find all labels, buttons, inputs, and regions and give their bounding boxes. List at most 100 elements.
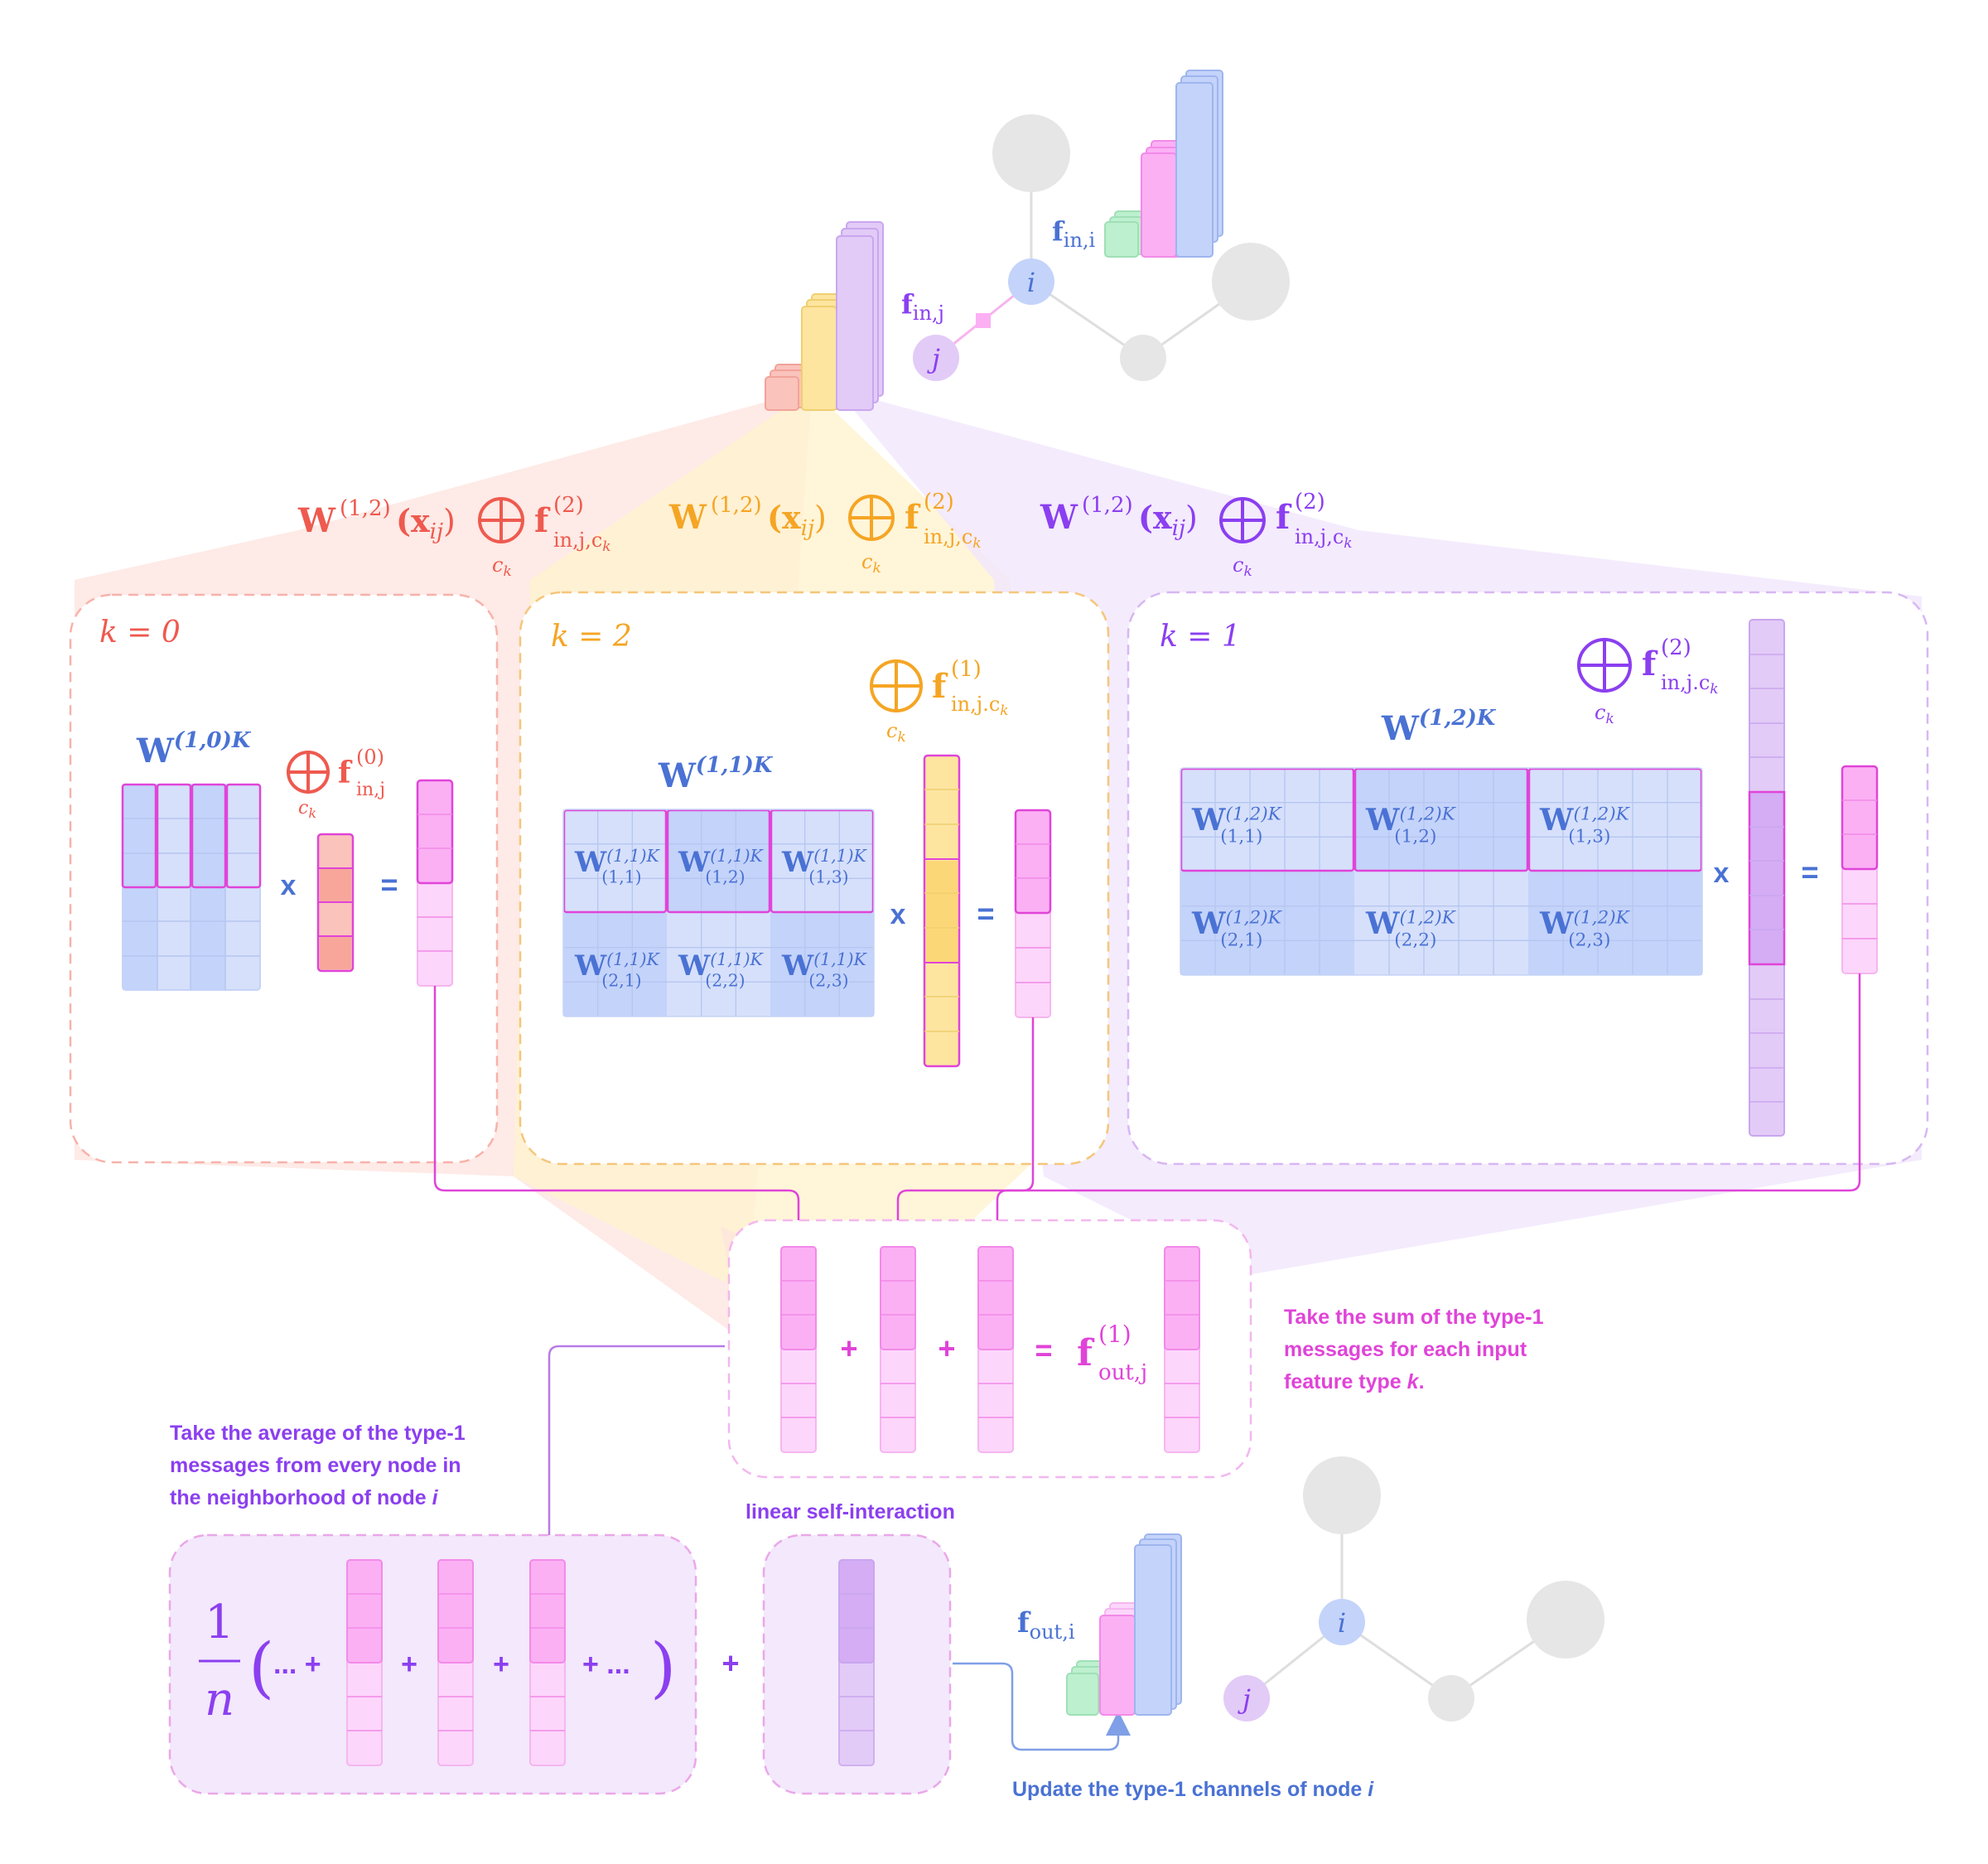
weight-block: W(1,1)K(1,3) — [770, 809, 874, 913]
panel-k0-label: k = 0 — [99, 616, 181, 650]
panel-k0-f: f — [338, 756, 353, 790]
svg-text:f: f — [905, 498, 921, 537]
svg-text:the neighborhood of node i: the neighborhood of node i — [170, 1486, 439, 1509]
weight-block: W(1,1)K(1,1) — [563, 809, 667, 913]
weight-block-label: W(1,1)K(1,2) — [678, 846, 765, 887]
svg-text:(2): (2) — [1295, 490, 1325, 514]
message-vector — [437, 1559, 474, 1766]
graph-bottom: i j — [1223, 1456, 1604, 1722]
output-vector-k1 — [1841, 765, 1879, 974]
svg-text:in,j,ck: in,j,ck — [924, 525, 982, 552]
svg-text:(1,2): (1,2) — [711, 493, 762, 518]
open-paren: ( — [248, 1629, 274, 1706]
equals-sign: = — [977, 896, 994, 930]
svg-text:f: f — [1276, 498, 1292, 537]
input-vector-k1 — [1748, 619, 1786, 1137]
svg-text:W: W — [297, 501, 336, 540]
panel-k0: k = 0 W(1,0)K ck f (0) in,j — [69, 593, 499, 1164]
svg-text:messages for each input: messages for each input — [1284, 1338, 1527, 1361]
panel-k1-label: k = 1 — [1160, 620, 1241, 654]
graph-node-i — [1008, 258, 1054, 305]
weight-block: W(1,2)K(1,2) — [1354, 768, 1528, 872]
sum-note: Take the sum of the type-1 messages for … — [1284, 1306, 1544, 1393]
graph-node-i — [1319, 1599, 1365, 1645]
equals-sign: = — [1035, 1333, 1052, 1367]
weight-block: W(1,2)K(2,1) — [1180, 872, 1354, 975]
fraction-denominator: n — [205, 1673, 234, 1726]
svg-text:ck: ck — [492, 553, 512, 580]
weight-block-label: W(1,2)K(2,3) — [1539, 906, 1631, 950]
times-sign: x — [890, 899, 906, 930]
average-box: 1 n ( ... + + + + ... ) — [168, 1533, 697, 1795]
close-paren: ) — [650, 1629, 676, 1706]
average-note: Take the average of the type-1 messages … — [170, 1422, 466, 1509]
output-vector-k0 — [416, 779, 454, 987]
svg-text:messages from every node in: messages from every node in — [170, 1454, 461, 1477]
formula-k0: W (1,2) (xij) ck f (2) in,j,ck — [297, 493, 611, 580]
weight-block-label: W(1,1)K(1,1) — [574, 846, 661, 887]
connectors-to-sum — [433, 973, 1861, 1251]
svg-text:ck: ck — [298, 798, 316, 821]
weight-block: W(1,1)K(2,1) — [563, 913, 667, 1017]
feature-stack-fin-j — [765, 221, 884, 411]
plus-sign: + — [493, 1649, 509, 1680]
label-fin-j: fin,j — [901, 288, 944, 325]
svg-text:(xij): (xij) — [1138, 499, 1198, 541]
graph-top: i j fin,i fin,j — [765, 70, 1290, 411]
graph-node-i-label: i — [1338, 1607, 1346, 1639]
panel-k0-W: W(1,0)K — [136, 728, 252, 770]
svg-text:out,j: out,j — [1098, 1360, 1147, 1385]
weight-matrix-k2: W(1,1)K(1,1) W(1,1)K(1,2) W(1,1)K(1,3) W(1,… — [562, 809, 875, 1017]
svg-text:Take the average of the type-1: Take the average of the type-1 — [170, 1422, 466, 1445]
input-vector-k2 — [923, 754, 961, 1068]
svg-text:(0): (0) — [356, 746, 384, 769]
weight-block: W(1,2)K(1,3) — [1528, 768, 1702, 872]
plus-sign: + — [840, 1331, 857, 1365]
weight-block-label: W(1,2)K(2,2) — [1365, 906, 1457, 950]
formula-k2: W (1,2) (xij) ck f (2) in,j,ck — [668, 490, 982, 577]
graph-node-i-label: i — [1027, 267, 1035, 298]
weight-block-label: W(1,1)K(1,3) — [781, 846, 868, 887]
panel-k1: k = 1 W(1,2)K ck f (2) in,j.ck W(1,2)K(1… — [1127, 591, 1929, 1166]
svg-text:ck: ck — [886, 719, 906, 746]
svg-text:(1): (1) — [951, 657, 982, 682]
svg-text:(2): (2) — [924, 490, 954, 514]
label-fout-i: fout,i — [1017, 1606, 1075, 1644]
input-vector-k0 — [316, 833, 355, 973]
message-vector — [529, 1559, 566, 1766]
weight-block: W(1,1)K(2,3) — [770, 913, 874, 1017]
label-fout-j: f — [1077, 1332, 1095, 1374]
svg-text:W: W — [668, 498, 707, 537]
svg-text:(xij): (xij) — [396, 502, 456, 544]
svg-text:f: f — [534, 501, 551, 540]
weight-matrix-k0 — [121, 783, 262, 991]
panel-k2: k = 2 W(1,1)K ck f (1) in,j.ck W(1,1)K(1… — [519, 591, 1110, 1166]
svg-text:(xij): (xij) — [767, 499, 827, 541]
output-vector-k2 — [1014, 809, 1052, 1018]
weight-block: W(1,2)K(2,2) — [1354, 872, 1528, 975]
weight-block: W(1,2)K(1,1) — [1180, 768, 1354, 872]
times-sign: x — [1714, 857, 1730, 889]
sum-vector — [880, 1246, 916, 1453]
svg-text:ck: ck — [861, 550, 881, 577]
sum-vector — [780, 1246, 817, 1453]
sum-box: + + = f (1) out,j — [727, 1219, 1252, 1479]
equals-sign: = — [1801, 855, 1818, 889]
graph-node — [1120, 335, 1166, 381]
svg-text:(1): (1) — [1098, 1321, 1132, 1348]
graph-node-j — [913, 335, 959, 381]
weight-block: W(1,1)K(1,2) — [667, 809, 770, 913]
svg-text:in,j.ck: in,j.ck — [951, 693, 1009, 719]
svg-text:in,j.ck: in,j.ck — [1661, 671, 1719, 698]
svg-text:(2): (2) — [553, 493, 584, 518]
plus-sign: + — [938, 1331, 955, 1365]
plus-dots: + ... — [582, 1649, 630, 1680]
panel-k2-label: k = 2 — [551, 620, 632, 654]
feature-stack-fout-i — [1066, 1533, 1182, 1716]
svg-text:ck: ck — [1233, 553, 1252, 580]
weight-block-label: W(1,1)K(2,3) — [781, 949, 868, 991]
svg-text:Take the sum of the type-1: Take the sum of the type-1 — [1284, 1306, 1544, 1329]
graph-node-j — [1223, 1675, 1270, 1722]
svg-text:(2): (2) — [1661, 635, 1691, 660]
